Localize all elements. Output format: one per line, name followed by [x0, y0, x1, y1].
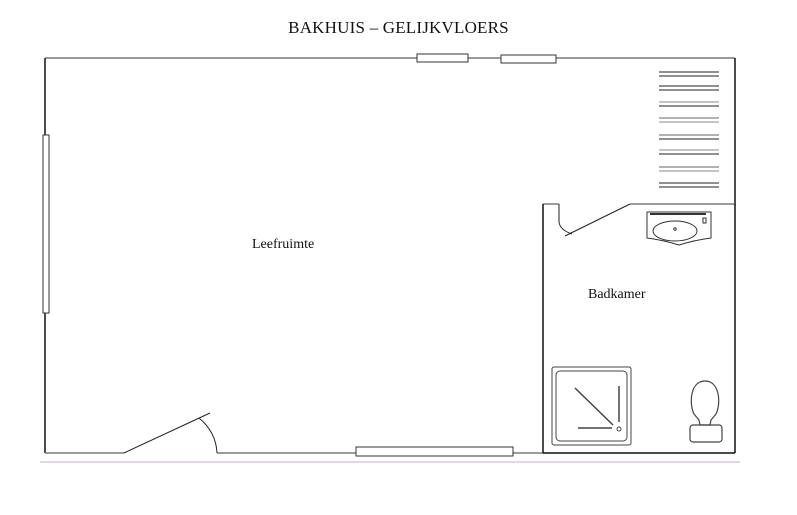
window-left: [42, 134, 50, 314]
window-top-1: [416, 53, 469, 63]
room-label-bathroom: Badkamer: [588, 287, 646, 302]
toilet-icon: [689, 380, 723, 443]
bathroom-walls: [542, 203, 736, 454]
windows: [42, 53, 557, 457]
plan-title: BAKHUIS – GELIJKVLOERS: [288, 18, 509, 37]
stairs-icon: [659, 71, 719, 188]
shower-icon: [551, 366, 632, 446]
room-label-living: Leefruimte: [252, 237, 315, 252]
window-top-2: [500, 54, 557, 64]
entrance-door: [123, 412, 218, 454]
bathroom-door: [558, 203, 631, 237]
sink-icon: [646, 211, 712, 246]
window-bottom: [355, 446, 514, 457]
